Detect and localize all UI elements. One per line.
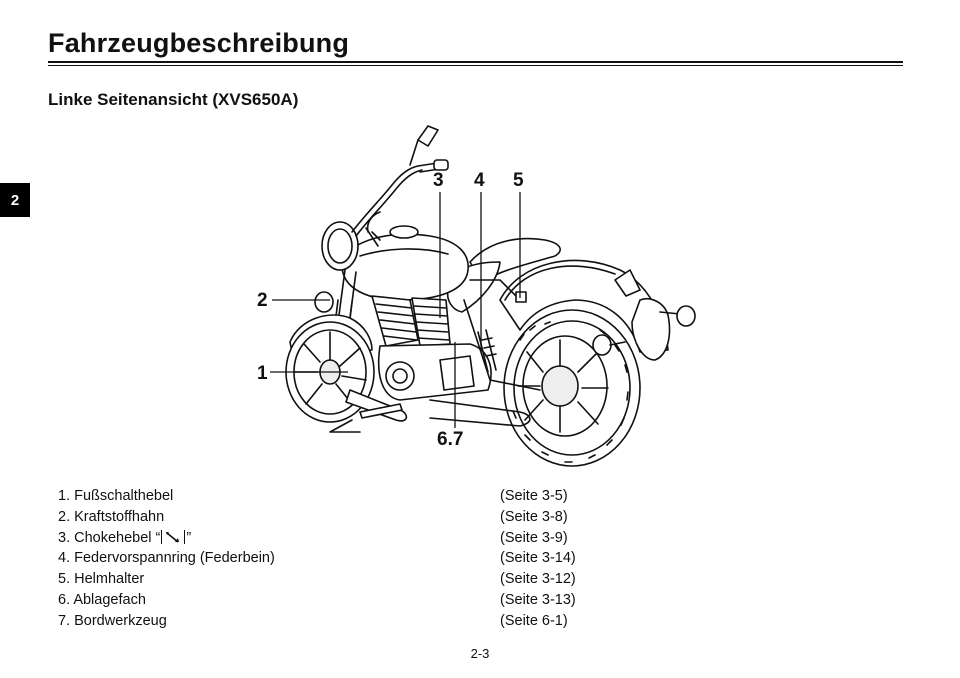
- parts-list: 1. Fußschalthebel (Seite 3-5) 2. Kraftst…: [58, 488, 618, 634]
- part-label: 3. Chokehebel “ ”: [58, 529, 192, 546]
- page-reference: (Seite 3-5): [500, 488, 568, 504]
- title-rule-thin: [48, 65, 903, 66]
- rear-wheel: [503, 309, 641, 467]
- page-reference: (Seite 6-1): [500, 612, 568, 629]
- list-item: 2. Kraftstoffhahn (Seite 3-8): [58, 509, 618, 530]
- list-item: 3. Chokehebel “ ” (Seite 3-9): [58, 529, 618, 551]
- part-label: 6. Ablagefach: [58, 591, 146, 608]
- page-title: Fahrzeugbeschreibung: [48, 28, 350, 58]
- title-rule: [48, 61, 903, 63]
- callout-3: 3: [433, 170, 444, 191]
- page-reference: (Seite 3-14): [500, 550, 576, 567]
- list-item: 4. Federvorspannring (Federbein) (Seite …: [58, 550, 618, 571]
- choke-icon: [161, 529, 186, 544]
- list-item: 5. Helmhalter (Seite 3-12): [58, 571, 618, 592]
- callout-6-7: 6.7: [437, 429, 464, 450]
- list-item: 7. Bordwerkzeug (Seite 6-1): [58, 613, 618, 634]
- section-subtitle: Linke Seitenansicht (XVS650A): [48, 90, 299, 109]
- rear-shock: [477, 329, 497, 373]
- fuel-tank: [341, 233, 469, 301]
- callout-1: 1: [257, 363, 268, 384]
- callout-4: 4: [474, 170, 485, 191]
- list-item: 1. Fußschalthebel (Seite 3-5): [58, 488, 618, 509]
- page-number: 2-3: [470, 646, 490, 661]
- page-reference: (Seite 3-13): [500, 591, 576, 608]
- part-label: 2. Kraftstoffhahn: [58, 508, 165, 525]
- chapter-tab-label: 2: [10, 191, 20, 209]
- page-reference: (Seite 3-8): [500, 508, 568, 525]
- page-reference: (Seite 3-9): [500, 529, 568, 546]
- chapter-tab: 2: [0, 183, 30, 217]
- part-label: 1. Fußschalthebel: [58, 488, 174, 504]
- part-label: 7. Bordwerkzeug: [58, 612, 167, 629]
- list-item: 6. Ablagefach (Seite 3-13): [58, 592, 618, 613]
- page-reference: (Seite 3-12): [500, 571, 576, 588]
- part-label: 4. Federvorspannring (Federbein): [58, 550, 275, 567]
- callout-5: 5: [513, 170, 524, 191]
- part-label: 5. Helmhalter: [58, 571, 145, 588]
- callout-2: 2: [257, 290, 268, 311]
- part-label-pre: 3. Chokehebel “: [58, 529, 161, 546]
- part-label-post: ”: [186, 529, 192, 546]
